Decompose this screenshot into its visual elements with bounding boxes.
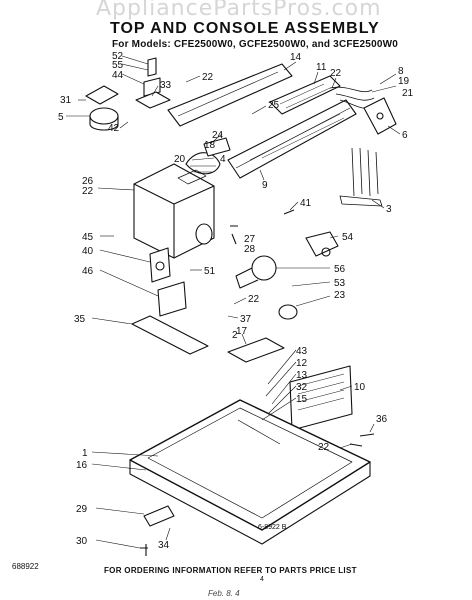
part-knob-5 [89,107,119,125]
callout: 8 [398,66,404,77]
part-lint-screen [289,365,353,431]
part-bracket-33 [135,91,171,109]
callout: 23 [334,290,346,301]
callout: 1 [82,448,88,459]
callout: 43 [296,346,308,357]
callout: 40 [82,246,94,257]
part-wire-harness [339,147,383,207]
callout: 17 [236,326,248,337]
part-terminal-block [185,152,221,175]
diagram-code-small: 6-8922 B [258,524,287,531]
part-strip-35 [131,315,209,355]
part-bracket-6 [363,97,397,135]
callout: 37 [240,314,252,325]
callout: 16 [76,460,88,471]
callout: 46 [82,266,94,277]
callout: 22 [248,294,260,305]
callout: 32 [296,382,308,393]
callout: 5 [58,112,64,123]
callout: 51 [204,266,216,277]
callout: 15 [296,394,308,405]
part-bracket-46 [157,281,187,317]
handwritten-note: Feb. 8. 4 [208,589,240,598]
callout: 26 [82,176,94,187]
callout: 44 [112,70,124,81]
page-number: 4 [260,576,264,583]
callout: 30 [76,536,88,547]
callout: 25 [268,100,280,111]
diagram-title: TOP AND CONSOLE ASSEMBLY [110,20,380,37]
part-trim-strip [227,99,357,179]
callout: 52 [112,51,124,62]
callout: 34 [158,540,170,551]
callout: 6 [402,130,408,141]
part-upper-bracket [269,75,341,115]
callout: 31 [60,95,72,106]
part-timer [149,247,171,283]
callout: 29 [76,504,88,515]
callout: 3 [386,204,392,215]
callout: 18 [204,140,216,151]
ordering-footer: FOR ORDERING INFORMATION REFER TO PARTS … [104,566,357,575]
diagram-code-left: 688922 [12,562,39,571]
part-disc-23 [278,304,298,320]
callout: 45 [82,232,94,243]
callout: 14 [290,52,302,63]
callout-labels: 52 55 44 33 22 14 11 22 8 19 21 31 5 42 … [58,51,414,551]
watermark: AppliancePartsPros.com [96,0,382,21]
callout: 55 [112,60,124,71]
callout: 35 [74,314,86,325]
part-panel-2 [227,337,285,363]
callout: 22 [202,72,214,83]
part-console-panel [167,63,293,127]
part-switch [203,137,231,157]
callout: 11 [316,62,327,73]
callout: 22 [330,68,342,79]
callout: 36 [376,414,388,425]
callout: 22 [318,442,330,453]
callout: 42 [108,123,120,134]
callout: 22 [82,186,94,197]
part-motor-56 [251,255,277,281]
callout: 56 [334,264,346,275]
callout: 21 [402,88,414,99]
callout: 33 [160,80,172,91]
callout: 27 [244,234,256,245]
callout: 10 [354,382,366,393]
callout: 4 [220,154,226,165]
callout: 53 [334,278,346,289]
callout: 12 [296,358,308,369]
callout: 9 [262,180,268,191]
callout: 2 [232,330,238,341]
callout: 13 [296,370,308,381]
models-line: For Models: CFE2500W0, GCFE2500W0, and 3… [112,39,398,50]
callout: 54 [342,232,354,243]
part-knob-plate [85,85,119,105]
callout: 28 [244,244,256,255]
callout: 24 [212,130,224,141]
part-bracket-29 [143,505,175,527]
callout: 20 [174,154,186,165]
callout: 41 [300,198,312,209]
callout: 19 [398,76,410,87]
